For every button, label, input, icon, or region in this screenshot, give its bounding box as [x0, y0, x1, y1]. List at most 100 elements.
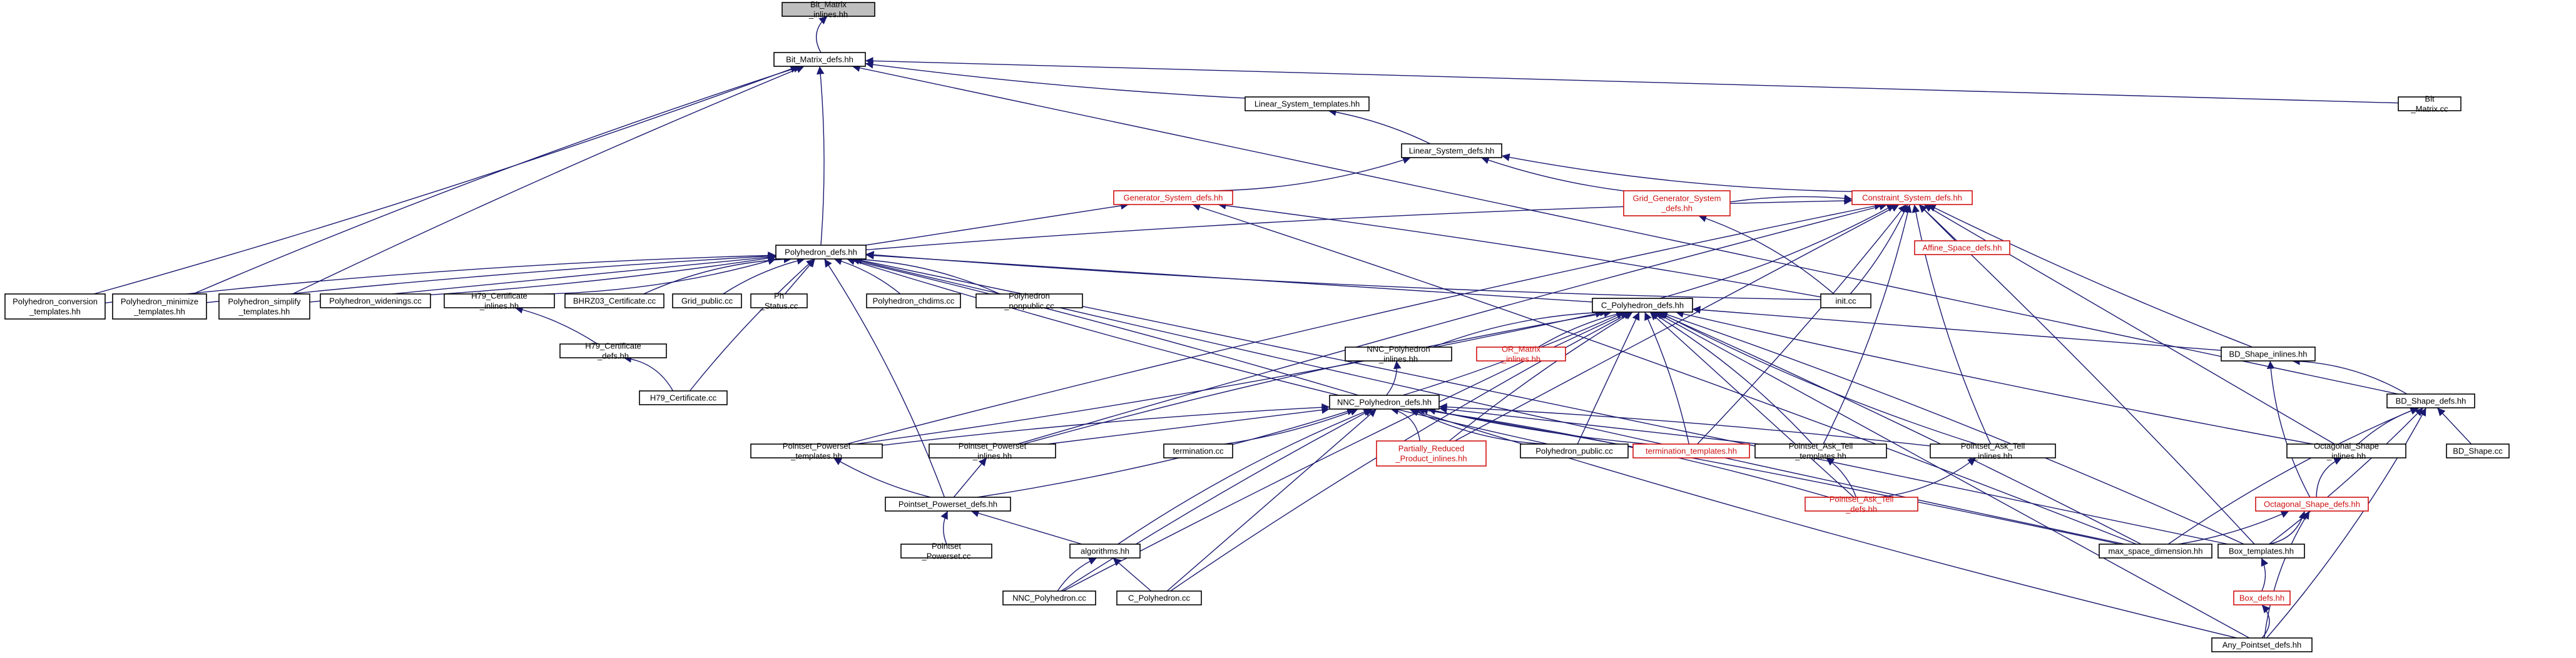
dependency-edge: [1427, 407, 1648, 445]
dependency-edge: [1057, 557, 1097, 592]
node-init[interactable]: init.cc: [1820, 293, 1871, 308]
node-bhrz[interactable]: BHRZ03_Certificate.cc: [564, 293, 664, 308]
node-bds-inl[interactable]: BD_Shape_inlines.hh: [2221, 347, 2316, 362]
node-poly-defs[interactable]: Polyhedron_defs.hh: [775, 245, 867, 260]
node-algo[interactable]: algorithms.hh: [1069, 544, 1141, 559]
node-label: Ph_Status.cc: [760, 291, 798, 311]
node-h79defs[interactable]: H79_Certificate_defs.hh: [559, 342, 667, 361]
dependency-edge: [193, 64, 802, 295]
node-gs-defs[interactable]: Generator_System_defs.hh: [1113, 190, 1233, 205]
node-aps-defs[interactable]: Any_Pointset_defs.hh: [2211, 637, 2313, 652]
dependency-edge: [1218, 201, 1821, 298]
node-label: Pointset_Powerset_inlines.hh: [959, 442, 1027, 461]
node-phst[interactable]: Ph_Status.cc: [750, 291, 808, 311]
node-pat-tmpl[interactable]: Pointset_Ask_Tell_templates.hh: [1754, 442, 1887, 461]
node-pnonpub[interactable]: Polyhedron_nonpublic.cc: [975, 291, 1083, 311]
node-ggs-defs[interactable]: Grid_Generator_System_defs.hh: [1623, 190, 1731, 216]
dependency-edge: [2261, 604, 2271, 639]
node-ls-defs[interactable]: Linear_System_defs.hh: [1401, 143, 1502, 158]
node-label: BD_Shape_inlines.hh: [2229, 350, 2307, 359]
dependency-edge: [865, 251, 1821, 300]
node-oct-defs[interactable]: Octagonal_Shape_defs.hh: [2255, 497, 2369, 512]
node-nnc-defs[interactable]: NNC_Polyhedron_defs.hh: [1329, 395, 1440, 410]
node-label: Polyhedron_simplify_templates.hh: [228, 297, 301, 316]
dependency-edge: [977, 407, 1355, 498]
node-box-defs[interactable]: Box_defs.hh: [2233, 590, 2291, 605]
dependency-edge: [953, 457, 987, 498]
node-h79inl[interactable]: H79_Certificate_inlines.hh: [444, 291, 555, 311]
node-label: H79_Certificate.cc: [650, 393, 717, 403]
node-pconv[interactable]: Polyhedron_conversion_templates.hh: [4, 293, 106, 320]
node-bds-cc[interactable]: BD_Shape.cc: [2446, 443, 2510, 458]
node-label: Grid_Generator_System_defs.hh: [1633, 194, 1721, 213]
node-box: [444, 293, 555, 308]
node-label: Bit_Matrix_defs.hh: [786, 55, 853, 64]
node-term-cc[interactable]: termination.cc: [1163, 443, 1233, 458]
node-pat-defs[interactable]: Pointset_Ask_Tell_defs.hh: [1805, 495, 1918, 514]
node-label: C_Polyhedron_defs.hh: [1601, 301, 1684, 310]
dependency-edge: [847, 257, 1549, 445]
dependency-edge: [430, 254, 776, 296]
node-cs-defs[interactable]: Constraint_System_defs.hh: [1851, 190, 1973, 205]
node-label: H79_Certificate_inlines.hh: [471, 291, 527, 311]
dependency-edge: [1438, 405, 1759, 445]
dependency-edge: [846, 202, 1883, 445]
node-label: Linear_System_defs.hh: [1409, 146, 1495, 156]
node-label: Polyhedron_minimize_templates.hh: [121, 297, 198, 316]
node-oct-inl[interactable]: Octagonal_Shape_inlines.hh: [2286, 442, 2406, 461]
node-cpoly-defs[interactable]: C_Polyhedron_defs.hh: [1592, 298, 1693, 313]
node-box: [1116, 590, 1202, 605]
node-pps-cc[interactable]: Pointset_Powerset.cc: [900, 542, 992, 561]
dependency-edge: [865, 57, 2399, 104]
node-bds-defs[interactable]: BD_Shape_defs.hh: [2386, 393, 2475, 408]
node-nnc-cc[interactable]: NNC_Polyhedron.cc: [1002, 590, 1096, 605]
node-ls-tmpl[interactable]: Linear_System_templates.hh: [1245, 96, 1370, 111]
dependency-edge: [816, 66, 825, 246]
node-box-tmpl[interactable]: Box_templates.hh: [2217, 544, 2305, 559]
node-label: C_Polyhedron.cc: [1128, 594, 1190, 603]
dependency-edge: [1480, 156, 1624, 191]
node-box: [885, 497, 1011, 512]
node-cpoly-cc[interactable]: C_Polyhedron.cc: [1116, 590, 1202, 605]
node-as-defs[interactable]: Affine_Space_defs.hh: [1914, 240, 2010, 255]
node-pwid[interactable]: Polyhedron_widenings.cc: [320, 293, 431, 308]
dependency-edge: [1047, 406, 1330, 445]
dependency-edge: [1698, 215, 1835, 295]
node-label: Polyhedron_chdims.cc: [873, 296, 955, 306]
node-label: BD_Shape.cc: [2453, 447, 2503, 456]
node-box: [672, 293, 742, 308]
node-or-inl[interactable]: OR_Matrix_inlines.hh: [1476, 345, 1566, 364]
node-box: [559, 343, 667, 358]
node-label: Generator_System_defs.hh: [1124, 193, 1223, 203]
node-pat-inl[interactable]: Pointset_Ask_Tell_inlines.hh: [1930, 442, 2056, 461]
node-msd[interactable]: max_space_dimension.hh: [2099, 544, 2212, 559]
node-prp-inl[interactable]: Partially_Reduced_Product_inlines.hh: [1376, 440, 1487, 467]
node-pps-inl[interactable]: Pointset_Powerset_inlines.hh: [929, 442, 1056, 461]
node-box: [1329, 395, 1440, 410]
node-term-tmpl[interactable]: termination_templates.hh: [1632, 443, 1750, 458]
dependency-edge: [816, 16, 828, 53]
node-label: Polyhedron_widenings.cc: [329, 296, 422, 306]
node-psimp[interactable]: Polyhedron_simplify_templates.hh: [218, 293, 310, 320]
node-ppub[interactable]: Polyhedron_public.cc: [1520, 443, 1629, 458]
node-pps-tmpl[interactable]: Pointset_Powerset_templates.hh: [750, 442, 883, 461]
node-bm-inl[interactable]: Bit_Matrix_inlines.hh: [781, 0, 875, 19]
node-box: [750, 293, 808, 308]
dependency-edge: [723, 256, 805, 295]
node-h79cc[interactable]: H79_Certificate.cc: [639, 390, 728, 405]
dependency-edge: [1729, 194, 1853, 203]
node-pchd[interactable]: Polyhedron_chdims.cc: [866, 293, 961, 308]
node-nnc-inl[interactable]: NNC_Polyhedron_inlines.hh: [1345, 345, 1452, 364]
dependency-edge: [1420, 406, 2120, 545]
node-box: [1632, 443, 1750, 458]
node-pmin[interactable]: Polyhedron_minimize_templates.hh: [112, 293, 207, 320]
node-gridpub[interactable]: Grid_public.cc: [672, 293, 742, 308]
node-box: [1376, 440, 1487, 467]
node-pps-defs[interactable]: Pointset_Powerset_defs.hh: [885, 497, 1011, 512]
dependency-edge: [1644, 311, 1690, 445]
dependency-edge: [1432, 308, 1609, 348]
node-bm-defs[interactable]: Bit_Matrix_defs.hh: [773, 52, 866, 67]
node-bm-cc[interactable]: Bit_Matrix.cc: [2398, 94, 2461, 114]
node-box: [218, 293, 310, 320]
